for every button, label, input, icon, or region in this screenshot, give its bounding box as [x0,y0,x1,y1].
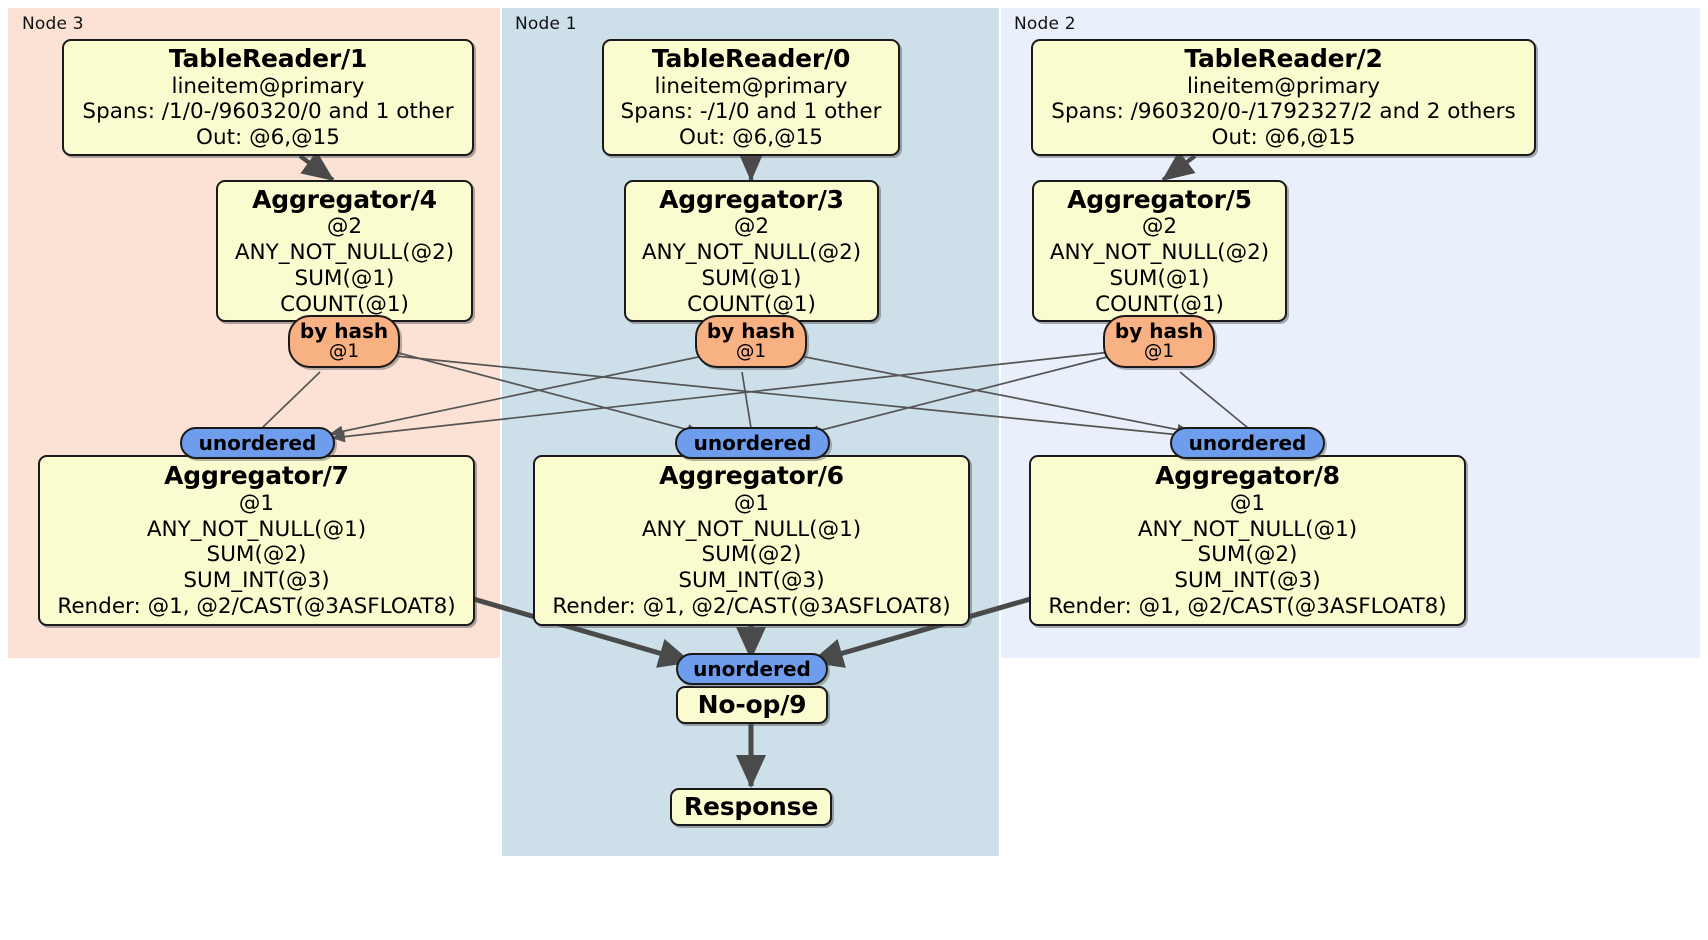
node-line: lineitem@primary [654,73,848,99]
node-aggregator-3[interactable]: Aggregator/3 @2 ANY_NOT_NULL(@2) SUM(@1)… [624,180,879,322]
node-line: @2 [1141,214,1178,240]
node-line: Spans: /1/0-/960320/0 and 1 other [82,99,454,125]
node-aggregator-5[interactable]: Aggregator/5 @2 ANY_NOT_NULL(@2) SUM(@1)… [1032,180,1287,322]
node-line: Out: @6,@15 [1211,125,1356,151]
node-line: ANY_NOT_NULL(@1) [1137,516,1358,542]
node-line: SUM(@2) [206,542,307,568]
node-title: Aggregator/6 [659,461,844,491]
pill-by-hash-center[interactable]: by hash @1 [695,315,807,368]
node-title: TableReader/0 [651,44,851,74]
node-line: ANY_NOT_NULL(@2) [641,239,862,265]
node-line: ANY_NOT_NULL(@1) [641,516,862,542]
node-table-reader-1[interactable]: TableReader/1 lineitem@primary Spans: /1… [62,39,474,156]
node-aggregator-8[interactable]: Aggregator/8 @1 ANY_NOT_NULL(@1) SUM(@2)… [1029,455,1466,626]
panel-label-node-3: Node 3 [22,14,84,34]
node-line: COUNT(@1) [1095,291,1224,317]
pill-label: unordered [693,430,812,455]
node-line: SUM(@2) [1197,542,1298,568]
panel-label-node-1: Node 1 [515,14,577,34]
node-line: lineitem@primary [171,73,365,99]
node-no-op-9[interactable]: No-op/9 [676,686,828,724]
node-title: TableReader/1 [168,44,368,74]
pill-unordered-final[interactable]: unordered [676,653,828,685]
node-title: Aggregator/8 [1155,461,1340,491]
node-line: SUM(@2) [701,542,802,568]
node-line: Spans: /960320/0-/1792327/2 and 2 others [1051,99,1516,125]
pill-label: by hash [299,318,389,343]
node-line: SUM_INT(@3) [678,568,825,594]
node-line: ANY_NOT_NULL(@1) [146,516,367,542]
pill-by-hash-left[interactable]: by hash @1 [288,315,400,368]
node-line: SUM(@1) [701,265,802,291]
node-line: COUNT(@1) [687,291,816,317]
node-aggregator-7[interactable]: Aggregator/7 @1 ANY_NOT_NULL(@1) SUM(@2)… [38,455,475,626]
node-line: @2 [326,214,363,240]
pill-label: by hash [706,318,796,343]
node-line: SUM_INT(@3) [183,568,330,594]
node-line: @1 [1229,490,1266,516]
pill-unordered-left[interactable]: unordered [180,427,335,459]
node-aggregator-6[interactable]: Aggregator/6 @1 ANY_NOT_NULL(@1) SUM(@2)… [533,455,970,626]
node-line: Out: @6,@15 [196,125,340,151]
node-table-reader-0[interactable]: TableReader/0 lineitem@primary Spans: -/… [602,39,900,156]
pill-sublabel: @1 [1143,340,1175,362]
node-line: SUM(@1) [294,265,395,291]
pill-unordered-right[interactable]: unordered [1170,427,1325,459]
node-line: SUM(@1) [1109,265,1210,291]
pill-unordered-center[interactable]: unordered [675,427,830,459]
pill-label: unordered [693,656,811,681]
node-line: ANY_NOT_NULL(@2) [234,239,455,265]
node-line: ANY_NOT_NULL(@2) [1049,239,1270,265]
pill-by-hash-right[interactable]: by hash @1 [1103,315,1215,368]
node-title: Aggregator/7 [164,461,349,491]
node-title: Response [683,792,819,822]
pill-sublabel: @1 [735,340,767,362]
node-line: @1 [238,490,275,516]
node-response[interactable]: Response [670,788,832,826]
node-line: SUM_INT(@3) [1174,568,1321,594]
node-line: @2 [733,214,770,240]
pill-label: unordered [198,430,317,455]
node-line: @1 [733,490,770,516]
pill-label: unordered [1188,430,1307,455]
node-line: Render: @1, @2/CAST(@3ASFLOAT8) [57,593,456,619]
node-title: Aggregator/5 [1067,184,1252,214]
node-line: Out: @6,@15 [679,125,823,151]
node-line: lineitem@primary [1186,73,1381,99]
node-line: Spans: -/1/0 and 1 other [620,99,882,125]
node-title: TableReader/2 [1184,44,1383,74]
panel-label-node-2: Node 2 [1014,14,1076,34]
pill-label: by hash [1114,318,1204,343]
node-title: No-op/9 [697,690,807,720]
node-title: Aggregator/3 [659,184,844,214]
node-aggregator-4[interactable]: Aggregator/4 @2 ANY_NOT_NULL(@2) SUM(@1)… [216,180,473,322]
node-table-reader-2[interactable]: TableReader/2 lineitem@primary Spans: /9… [1031,39,1536,156]
node-line: COUNT(@1) [280,291,409,317]
pill-sublabel: @1 [328,340,360,362]
node-title: Aggregator/4 [252,184,437,214]
node-line: Render: @1, @2/CAST(@3ASFLOAT8) [1048,593,1447,619]
node-line: Render: @1, @2/CAST(@3ASFLOAT8) [552,593,951,619]
